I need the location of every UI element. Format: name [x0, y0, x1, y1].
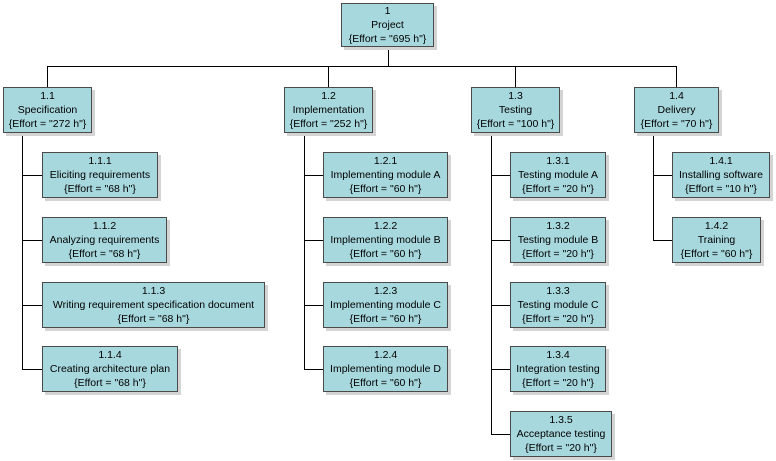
- node-name: Testing: [498, 104, 533, 116]
- node-id: 1.3.3: [546, 285, 570, 297]
- node-effort: {Effort = "20 h"}: [525, 442, 597, 454]
- wbs-node-writing-spec-document[interactable]: 1.1.3 Writing requirement specification …: [42, 282, 265, 328]
- wbs-node-testing-module-a[interactable]: 1.3.1 Testing module A {Effort = "20 h"}: [510, 152, 606, 198]
- node-name: Project: [371, 19, 404, 31]
- node-name: Implementing module B: [330, 234, 441, 246]
- node-id: 1.2: [321, 90, 336, 102]
- node-name: Analyzing requirements: [49, 234, 160, 246]
- wbs-node-delivery[interactable]: 1.4 Delivery {Effort = "70 h"}: [634, 87, 719, 133]
- node-id: 1.1: [40, 90, 55, 102]
- node-name: Creating architecture plan: [49, 363, 171, 375]
- wbs-node-testing[interactable]: 1.3 Testing {Effort = "100 h"}: [471, 87, 560, 133]
- node-effort: {Effort = "70 h"}: [640, 118, 713, 130]
- node-effort: {Effort = "695 h"}: [348, 33, 427, 45]
- wbs-node-implementing-module-a[interactable]: 1.2.1 Implementing module A {Effort = "6…: [323, 152, 448, 198]
- wbs-node-specification[interactable]: 1.1 Specification {Effort = "272 h"}: [3, 87, 92, 133]
- node-id: 1.1.3: [141, 285, 166, 297]
- node-name: Testing module B: [517, 234, 599, 246]
- node-effort: {Effort = "10 h"}: [685, 183, 757, 195]
- node-id: 1.1.2: [92, 220, 117, 232]
- wbs-node-implementing-module-c[interactable]: 1.2.3 Implementing module C {Effort = "6…: [323, 282, 448, 328]
- node-id: 1.2.3: [373, 285, 398, 297]
- wbs-node-implementing-module-d[interactable]: 1.2.4 Implementing module D {Effort = "6…: [323, 346, 448, 392]
- node-name: Implementing module C: [330, 299, 441, 311]
- node-name: Testing module A: [518, 169, 598, 181]
- node-id: 1.4: [669, 90, 684, 102]
- node-id: 1.3.4: [546, 349, 570, 361]
- node-effort: {Effort = "60 h"}: [349, 377, 422, 389]
- node-id: 1.3.2: [546, 220, 570, 232]
- node-name: Writing requirement specification docume…: [52, 299, 255, 311]
- node-id: 1.2.1: [373, 155, 398, 167]
- node-effort: {Effort = "60 h"}: [680, 248, 753, 260]
- node-id: 1.4.2: [704, 220, 729, 232]
- node-name: Implementing module A: [330, 169, 441, 181]
- node-id: 1.3.5: [549, 414, 573, 426]
- node-effort: {Effort = "68 h"}: [68, 248, 141, 260]
- node-id: 1.2.2: [373, 220, 398, 232]
- node-effort: {Effort = "68 h"}: [117, 313, 190, 325]
- node-effort: {Effort = "68 h"}: [64, 183, 136, 195]
- node-id: 1.1.4: [98, 349, 122, 361]
- node-effort: {Effort = "68 h"}: [74, 377, 146, 389]
- node-id: 1.3: [508, 90, 523, 102]
- node-name: Eliciting requirements: [49, 169, 151, 181]
- node-name: Delivery: [657, 104, 696, 116]
- wbs-node-analyzing-requirements[interactable]: 1.1.2 Analyzing requirements {Effort = "…: [42, 217, 167, 263]
- node-name: Training: [697, 234, 736, 246]
- node-name: Integration testing: [516, 363, 600, 375]
- wbs-node-testing-module-c[interactable]: 1.3.3 Testing module C {Effort = "20 h"}: [510, 282, 606, 328]
- node-effort: {Effort = "60 h"}: [349, 313, 422, 325]
- node-effort: {Effort = "20 h"}: [522, 248, 594, 260]
- wbs-node-implementation[interactable]: 1.2 Implementation {Effort = "252 h"}: [284, 87, 373, 133]
- node-effort: {Effort = "60 h"}: [349, 248, 422, 260]
- node-effort: {Effort = "252 h"}: [289, 118, 368, 130]
- wbs-node-architecture-plan[interactable]: 1.1.4 Creating architecture plan {Effort…: [42, 346, 178, 392]
- node-name: Acceptance testing: [516, 428, 606, 440]
- node-effort: {Effort = "20 h"}: [522, 313, 594, 325]
- wbs-node-acceptance-testing[interactable]: 1.3.5 Acceptance testing {Effort = "20 h…: [510, 411, 612, 457]
- wbs-node-root[interactable]: 1 Project {Effort = "695 h"}: [341, 3, 434, 47]
- node-id: 1: [384, 5, 391, 17]
- wbs-node-installing-software[interactable]: 1.4.1 Installing software {Effort = "10 …: [672, 152, 770, 198]
- node-id: 1.2.4: [373, 349, 398, 361]
- node-name: Specification: [17, 104, 78, 116]
- wbs-node-eliciting-requirements[interactable]: 1.1.1 Eliciting requirements {Effort = "…: [42, 152, 158, 198]
- node-effort: {Effort = "60 h"}: [349, 183, 422, 195]
- node-name: Installing software: [678, 169, 764, 181]
- wbs-node-testing-module-b[interactable]: 1.3.2 Testing module B {Effort = "20 h"}: [510, 217, 606, 263]
- node-id: 1.1.1: [88, 155, 112, 167]
- wbs-node-implementing-module-b[interactable]: 1.2.2 Implementing module B {Effort = "6…: [323, 217, 448, 263]
- node-id: 1.3.1: [546, 155, 570, 167]
- node-name: Implementation: [292, 104, 365, 116]
- wbs-node-training[interactable]: 1.4.2 Training {Effort = "60 h"}: [672, 217, 761, 263]
- wbs-node-integration-testing[interactable]: 1.3.4 Integration testing {Effort = "20 …: [510, 346, 606, 392]
- node-name: Implementing module D: [330, 363, 441, 375]
- node-id: 1.4.1: [709, 155, 733, 167]
- node-name: Testing module C: [517, 299, 599, 311]
- node-effort: {Effort = "272 h"}: [8, 118, 87, 130]
- node-effort: {Effort = "100 h"}: [476, 118, 555, 130]
- node-effort: {Effort = "20 h"}: [522, 377, 594, 389]
- node-effort: {Effort = "20 h"}: [522, 183, 594, 195]
